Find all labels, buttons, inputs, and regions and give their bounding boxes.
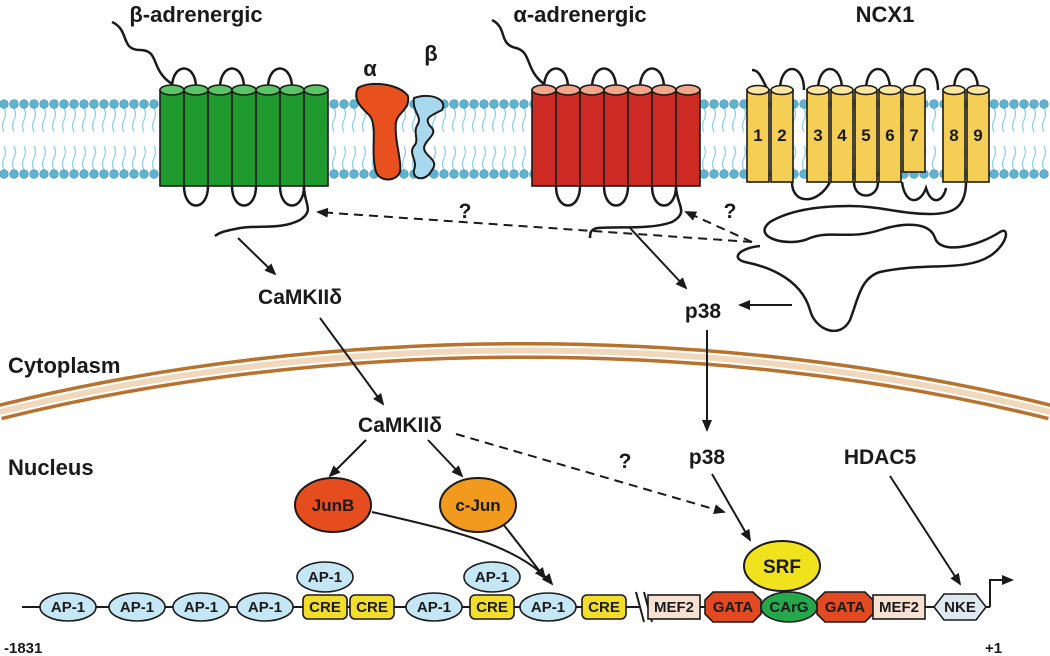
ncx1-to-alpha-dashed-arrow bbox=[684, 211, 753, 243]
promoter-element-label: MEF2 bbox=[654, 599, 694, 616]
ncx1-helix-number: 7 bbox=[909, 126, 918, 145]
coordinate-start: -1831 bbox=[4, 640, 42, 656]
beta-adrenergic-label: β-adrenergic bbox=[129, 2, 262, 27]
question-mark-beta: ? bbox=[459, 200, 472, 223]
ncx1-helix-number: 8 bbox=[949, 126, 958, 145]
upper-ap1-element: AP-1 bbox=[296, 561, 354, 593]
promoter-element-ap-1: AP-1 bbox=[405, 592, 463, 622]
beta-to-camkii-arrow bbox=[237, 237, 277, 276]
promoter-element-label: CRE bbox=[309, 599, 341, 616]
junb-label: JunB bbox=[312, 496, 355, 515]
promoter-element-label: AP-1 bbox=[120, 599, 154, 616]
alpha-adrenergic-receptor bbox=[491, 18, 701, 239]
g-alpha-label: α bbox=[363, 56, 377, 81]
promoter-element-ap-1: AP-1 bbox=[172, 592, 230, 622]
ncx1-helix-number: 5 bbox=[861, 126, 870, 145]
promoter-element-gata: GATA bbox=[816, 591, 874, 623]
cjun-to-ap1-arrow bbox=[499, 519, 547, 580]
p38-cytoplasm-label: p38 bbox=[685, 300, 722, 323]
promoter-element-label: CRE bbox=[356, 599, 388, 616]
camkii-to-junb-arrow bbox=[328, 439, 367, 478]
promoter-element-label: GATA bbox=[825, 599, 865, 616]
upper-ap1-label: AP-1 bbox=[475, 569, 509, 586]
beta-adrenergic-receptor bbox=[111, 20, 329, 238]
promoter-element-mef2: MEF2 bbox=[872, 594, 926, 620]
camkii-nuclear-translocation-arrow bbox=[319, 317, 385, 406]
promoter-element-label: AP-1 bbox=[531, 599, 565, 616]
camkii-to-srf-dashed-arrow bbox=[455, 433, 726, 515]
hdac5-label: HDAC5 bbox=[844, 446, 917, 469]
nucleus-label: Nucleus bbox=[8, 455, 94, 480]
promoter-element-label: NKE bbox=[944, 599, 976, 616]
promoter-element-mef2: MEF2 bbox=[647, 594, 701, 620]
promoter-element-cre: CRE bbox=[581, 594, 627, 620]
upper-ap1-element: AP-1 bbox=[463, 561, 521, 593]
p38-nucleus-label: p38 bbox=[689, 446, 726, 469]
promoter-element-label: GATA bbox=[713, 599, 753, 616]
p38-to-srf-arrow bbox=[711, 473, 751, 542]
promoter-element-label: CRE bbox=[476, 599, 508, 616]
alpha-adrenergic-label: α-adrenergic bbox=[513, 2, 646, 27]
camkii-to-cjun-arrow bbox=[427, 439, 464, 478]
nuclear-envelope bbox=[0, 342, 1050, 421]
promoter-element-label: AP-1 bbox=[248, 599, 282, 616]
cjun-label: c-Jun bbox=[455, 496, 500, 515]
promoter-element-label: AP-1 bbox=[417, 599, 451, 616]
promoter-element-gata: GATA bbox=[704, 591, 762, 623]
question-mark-alpha: ? bbox=[724, 200, 737, 223]
cytoplasm-label: Cytoplasm bbox=[8, 353, 120, 378]
transcription-start-arrow bbox=[989, 575, 1014, 607]
promoter-element-ap-1: AP-1 bbox=[108, 592, 166, 622]
ncx1-to-beta-dashed-arrow bbox=[316, 207, 753, 243]
coordinate-end: +1 bbox=[985, 640, 1002, 656]
g-protein: α β bbox=[355, 41, 445, 181]
ncx1-helix-number: 6 bbox=[885, 126, 894, 145]
junb-factor: JunB bbox=[294, 477, 372, 533]
promoter-element-label: AP-1 bbox=[51, 599, 85, 616]
alpha-to-p38-arrow bbox=[629, 227, 688, 290]
g-beta-label: β bbox=[424, 41, 437, 66]
promoter-element-ap-1: AP-1 bbox=[39, 592, 97, 622]
promoter-element-cre: CRE bbox=[302, 594, 348, 620]
ncx1-helix-number: 3 bbox=[813, 126, 822, 145]
promoter-element-label: CRE bbox=[588, 599, 620, 616]
cjun-factor: c-Jun bbox=[439, 477, 517, 533]
question-mark-srf: ? bbox=[619, 450, 632, 473]
promoter-element-label: MEF2 bbox=[879, 599, 919, 616]
promoter-element-cre: CRE bbox=[469, 594, 515, 620]
ncx1-helix-number: 2 bbox=[777, 126, 786, 145]
ncx1-helix-number: 9 bbox=[973, 126, 982, 145]
promoter-element-ap-1: AP-1 bbox=[236, 592, 294, 622]
promoter-element-nke: NKE bbox=[932, 593, 988, 621]
camkii-cytoplasm-label: CaMKIIδ bbox=[258, 286, 342, 309]
ncx1-label: NCX1 bbox=[856, 2, 915, 27]
pathway-arrows bbox=[237, 207, 962, 586]
promoter-element-carg: CArG bbox=[760, 591, 818, 623]
camkii-nucleus-label: CaMKIIδ bbox=[358, 414, 442, 437]
hdac5-to-nke-arrow bbox=[889, 475, 962, 586]
srf-label: SRF bbox=[763, 557, 801, 578]
ncx1-helix-number: 4 bbox=[837, 126, 847, 145]
promoter-element-ap-1: AP-1 bbox=[519, 592, 577, 622]
promoter-element-cre: CRE bbox=[349, 594, 395, 620]
srf-factor: SRF bbox=[743, 540, 821, 592]
upper-ap1-label: AP-1 bbox=[308, 569, 342, 586]
promoter-element-label: CArG bbox=[769, 599, 808, 616]
promoter-element-label: AP-1 bbox=[184, 599, 218, 616]
ncx1-helix-number: 1 bbox=[753, 126, 762, 145]
